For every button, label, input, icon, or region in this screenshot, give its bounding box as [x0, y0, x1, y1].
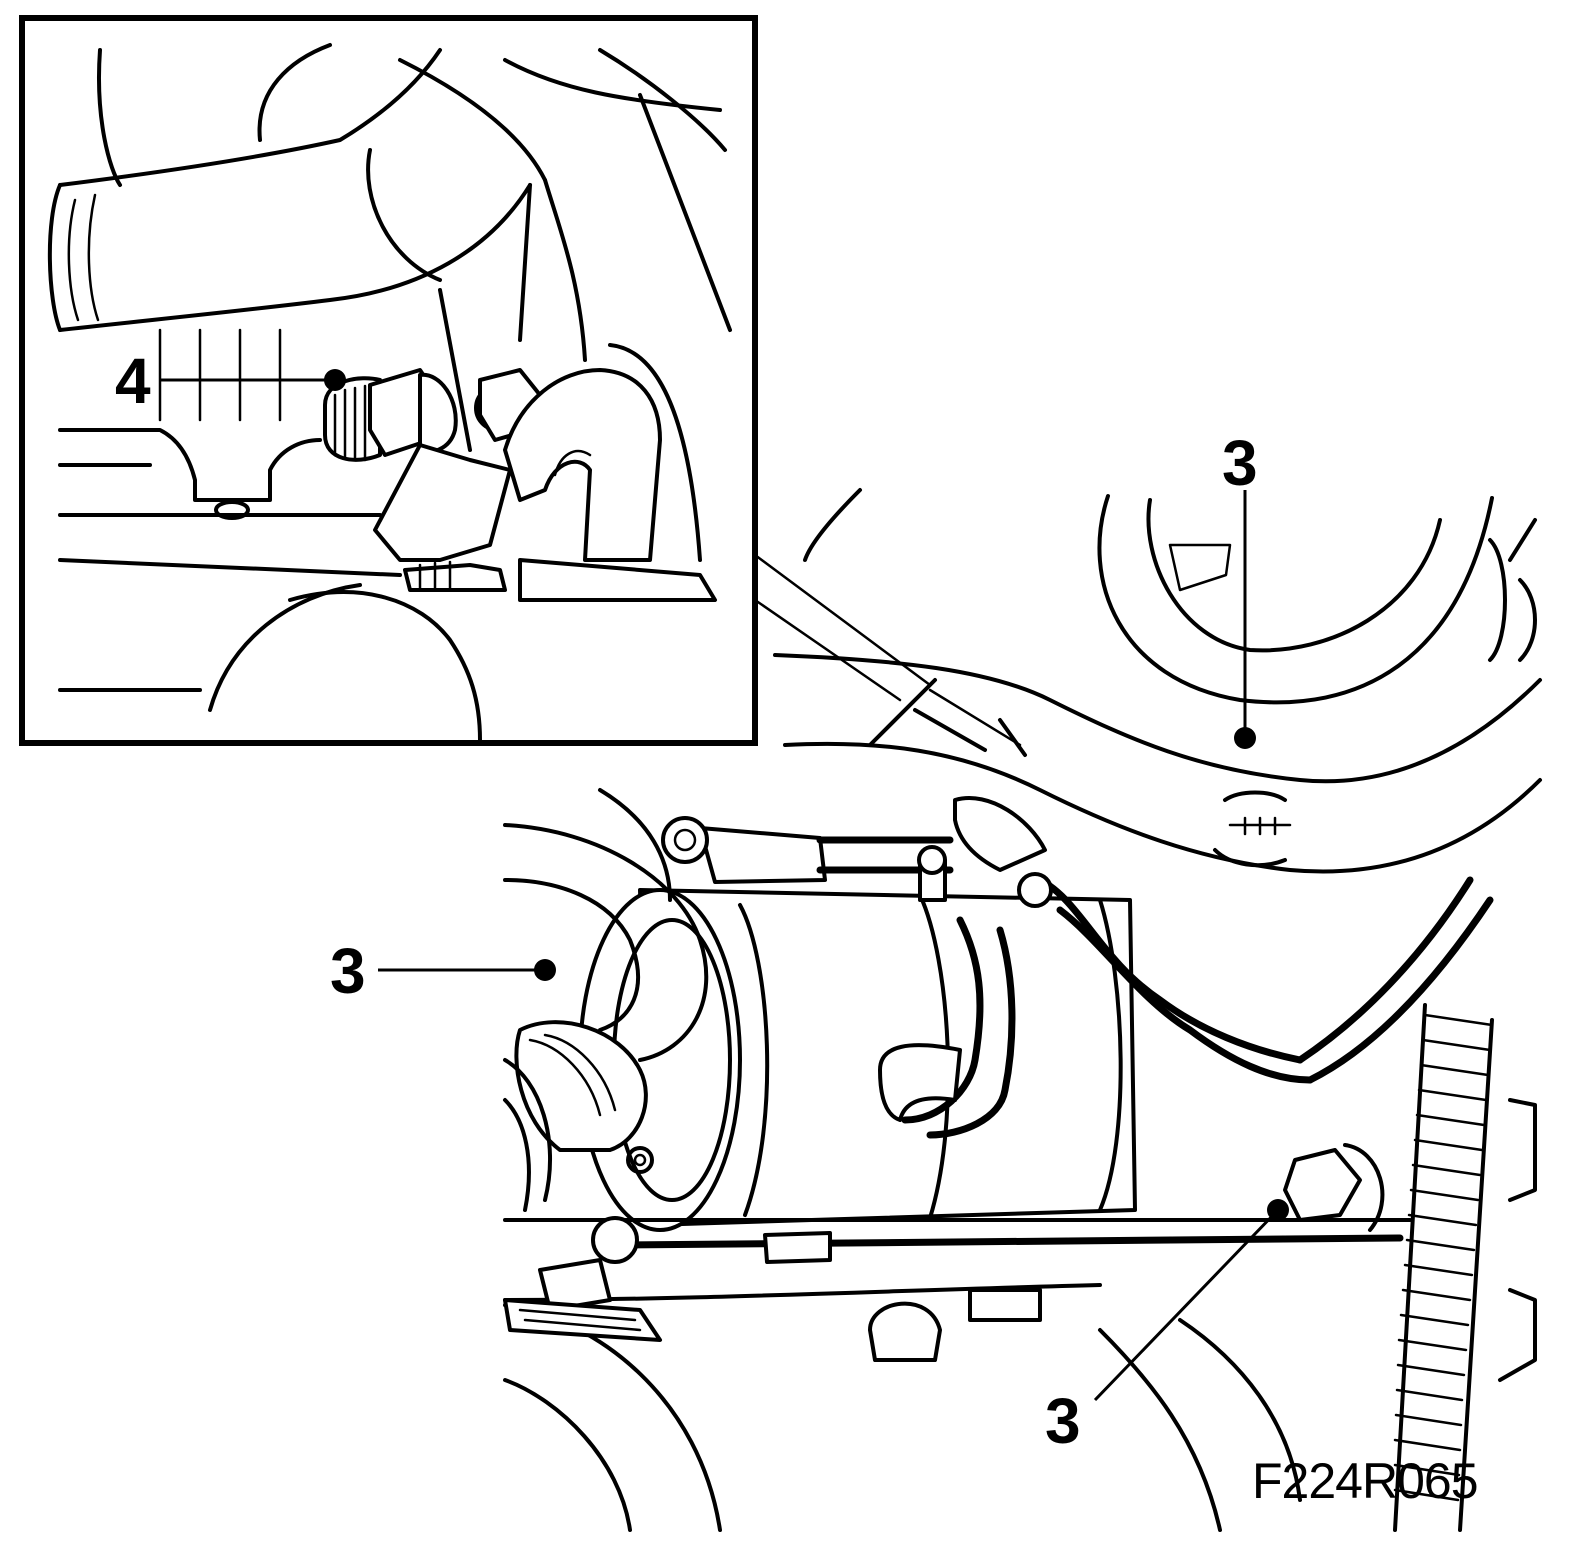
callout-3-top-dot	[1234, 727, 1256, 749]
callout-3-left-dot	[534, 959, 556, 981]
figure-id: F224R065	[1252, 1453, 1478, 1509]
callout-3-bottom: 3	[1045, 1199, 1289, 1457]
callout-3-bottom-leader	[1093, 1208, 1280, 1402]
main-view	[503, 488, 1542, 1532]
callout-4-dot	[324, 369, 346, 391]
callout-3-left: 3	[330, 935, 556, 1007]
callout-3-left-label: 3	[330, 935, 366, 1007]
callout-3-bottom-label: 3	[1045, 1385, 1081, 1457]
callout-3-top: 3	[1222, 427, 1258, 749]
callout-3-bottom-dot	[1267, 1199, 1289, 1221]
conduit-ribs	[1393, 1013, 1494, 1502]
callout-4: 4	[115, 345, 346, 417]
inset-detail-view	[19, 15, 758, 746]
callout-4-label: 4	[115, 345, 151, 417]
callout-3-top-label: 3	[1222, 427, 1258, 499]
